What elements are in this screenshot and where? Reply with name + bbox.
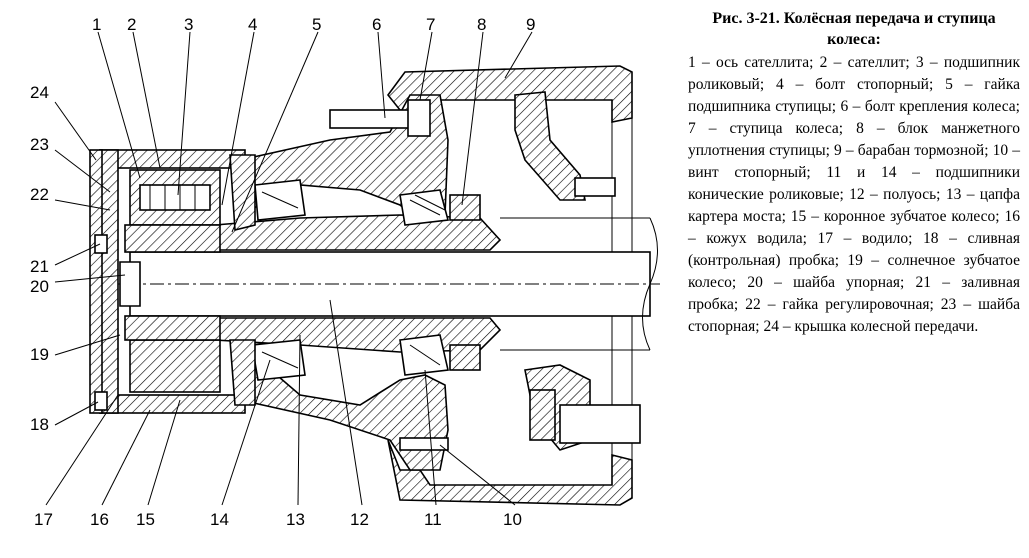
callout-4: 4: [248, 15, 257, 34]
callout-22: 22: [30, 185, 49, 204]
callout-18: 18: [30, 415, 49, 434]
callout-3: 3: [184, 15, 193, 34]
callout-19: 19: [30, 345, 49, 364]
seal-block: [449, 194, 481, 371]
bearing-11-bottom: [399, 334, 449, 376]
cover: [89, 149, 141, 414]
sun-gear: [124, 224, 221, 341]
wheel-hub-drawing: 1 2 3 4 5 6 7 8 9 24 23 22 21 20 19 18 1…: [30, 15, 660, 529]
figure-caption: Рис. 3-21. Колёсная передача и ступица к…: [688, 8, 1020, 338]
planetary-housing: [99, 149, 256, 414]
callout-21: 21: [30, 257, 49, 276]
callout-16: 16: [90, 510, 109, 529]
brake-shoe-top: [514, 91, 616, 201]
callout-13: 13: [286, 510, 305, 529]
callout-15: 15: [136, 510, 155, 529]
callout-11: 11: [424, 510, 442, 529]
callout-20: 20: [30, 277, 49, 296]
caption-legend: 1 – ось сателлита; 2 – сателлит; 3 – под…: [688, 54, 1020, 335]
callout-12: 12: [350, 510, 369, 529]
satellite-top: [129, 169, 221, 226]
satellite-bottom: [129, 339, 221, 393]
callout-7: 7: [426, 15, 435, 34]
caption-title: Рис. 3-21. Колёсная передача и ступица к…: [712, 10, 996, 48]
callout-9: 9: [526, 15, 535, 34]
callout-23: 23: [30, 135, 49, 154]
callout-6: 6: [372, 15, 381, 34]
callout-5: 5: [312, 15, 321, 34]
callout-24: 24: [30, 83, 49, 102]
lock-screw-bottom: [399, 437, 449, 451]
bearing-11-top: [399, 189, 450, 226]
callout-8: 8: [477, 15, 486, 34]
callout-17: 17: [34, 510, 53, 529]
bearing-14-top: [254, 179, 306, 221]
callout-14: 14: [210, 510, 229, 529]
callout-10: 10: [503, 510, 522, 529]
half-shaft: [100, 217, 660, 351]
wheel-bolt-top: [329, 99, 431, 137]
leader-lines: [45, 31, 533, 506]
callout-1: 1: [92, 15, 101, 34]
bearing-14-bottom: [251, 339, 306, 381]
callout-2: 2: [127, 15, 136, 34]
brake-shoe-bottom: [524, 364, 641, 451]
